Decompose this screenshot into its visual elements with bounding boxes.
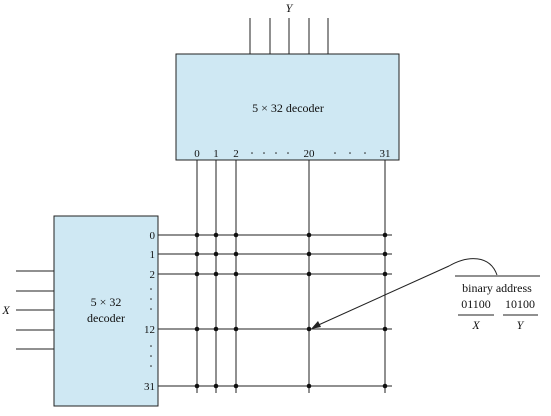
top-output-20: 20 bbox=[304, 148, 316, 160]
left-output-2: 2 bbox=[150, 269, 156, 281]
address-y-bits: 10100 bbox=[505, 297, 535, 311]
selection-arrowhead bbox=[311, 321, 321, 329]
top-output-2: 2 bbox=[233, 148, 239, 160]
intersection-dots bbox=[194, 232, 388, 389]
top-output-ellipsis-dots bbox=[251, 152, 366, 154]
x-input-label: X bbox=[1, 303, 10, 317]
address-x-bits: 01100 bbox=[461, 297, 491, 311]
top-output-31: 31 bbox=[380, 148, 391, 160]
left-output-0: 0 bbox=[150, 230, 156, 242]
selection-arrow bbox=[313, 258, 498, 328]
top-decoder-box bbox=[175, 53, 400, 161]
left-output-31: 31 bbox=[144, 381, 155, 393]
address-y-label: Y bbox=[517, 318, 525, 332]
address-title: binary address bbox=[462, 281, 532, 295]
left-output-12: 12 bbox=[144, 324, 155, 336]
top-decoder-label: 5 × 32 decoder bbox=[252, 101, 324, 115]
top-output-0: 0 bbox=[194, 148, 200, 160]
row-lines bbox=[158, 234, 392, 387]
column-lines bbox=[196, 160, 386, 393]
left-output-ellipsis-dots bbox=[150, 288, 152, 367]
y-input-lines bbox=[249, 18, 329, 54]
top-output-1: 1 bbox=[213, 148, 219, 160]
left-output-1: 1 bbox=[150, 249, 156, 261]
y-input-label: Y bbox=[286, 1, 294, 15]
address-x-label: X bbox=[471, 318, 480, 332]
x-input-lines bbox=[16, 270, 54, 350]
left-decoder-label-line1: 5 × 32 bbox=[91, 295, 122, 309]
left-decoder-label-line2: decoder bbox=[87, 311, 125, 325]
left-decoder-box bbox=[53, 215, 159, 407]
